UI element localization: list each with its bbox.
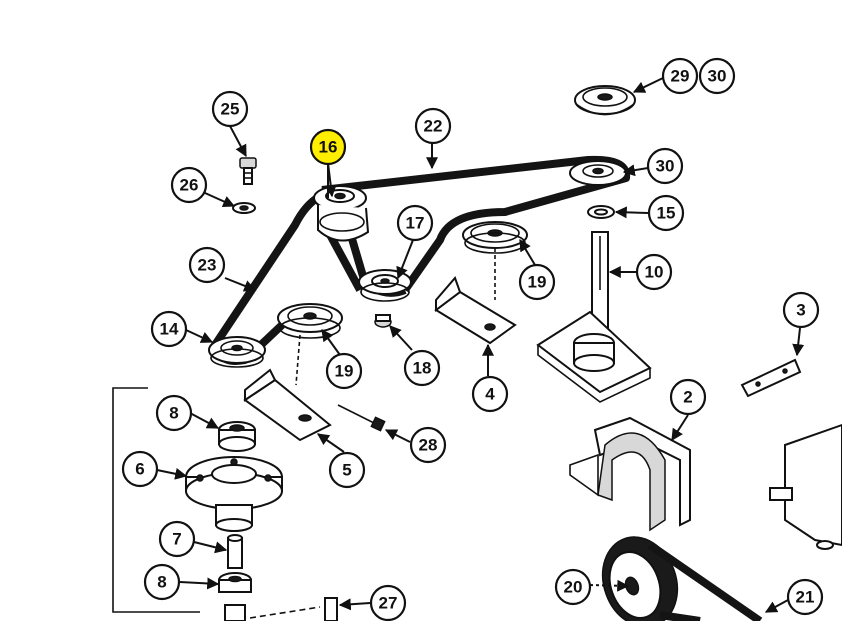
callout-17-label: 17 xyxy=(406,214,425,233)
callout-6-label: 6 xyxy=(135,460,144,479)
callout-15-label: 15 xyxy=(657,204,676,223)
callout-4: 4 xyxy=(471,375,509,413)
callout-5: 5 xyxy=(328,451,366,489)
pulley-20-belt-21 xyxy=(601,536,763,621)
belt-22 xyxy=(321,155,631,293)
bracket-3 xyxy=(740,358,802,398)
callout-18: 18 xyxy=(403,349,441,387)
callout-2: 2 xyxy=(669,378,707,416)
gearbox xyxy=(769,423,842,550)
callout-30b-label: 30 xyxy=(708,67,727,86)
callout-17: 17 xyxy=(396,204,434,242)
spindle-shaft-10 xyxy=(536,231,652,403)
callout-30-top: 30 xyxy=(698,57,736,95)
spindle-hub-6 xyxy=(185,456,283,532)
washer-15 xyxy=(587,205,615,219)
callout-28-label: 28 xyxy=(419,436,438,455)
spindle-housing-2 xyxy=(569,416,691,532)
callout-30a-label: 30 xyxy=(656,157,675,176)
pulley-19-left xyxy=(277,303,343,386)
callout-25-label: 25 xyxy=(221,100,240,119)
callout-21: 21 xyxy=(786,578,824,616)
bearing-8-top xyxy=(218,421,256,452)
bracket-4 xyxy=(434,276,517,345)
callout-8-top: 8 xyxy=(155,394,193,432)
callout-5-label: 5 xyxy=(342,461,351,480)
bolt-28 xyxy=(337,404,386,432)
spindle-assembly-bracket-line xyxy=(112,387,200,613)
bolt-25 xyxy=(239,157,257,185)
pulley-29-30 xyxy=(574,85,636,116)
callout-8-bottom: 8 xyxy=(143,563,181,601)
callout-27: 27 xyxy=(369,584,407,621)
pulley-14 xyxy=(208,336,266,368)
callout-20: 20 xyxy=(554,568,592,606)
callout-16-label: 16 xyxy=(319,138,338,157)
callout-29: 29 xyxy=(661,57,699,95)
callout-10-label: 10 xyxy=(645,263,664,282)
callout-6: 6 xyxy=(121,450,159,488)
callout-14: 14 xyxy=(150,310,188,348)
callout-4-label: 4 xyxy=(485,385,495,404)
washer-26 xyxy=(232,202,256,214)
callout-8a-label: 8 xyxy=(169,404,178,423)
shaft-27 xyxy=(249,597,338,621)
callout-19a-label: 19 xyxy=(528,273,547,292)
pulley-16 xyxy=(313,185,370,242)
callout-10: 10 xyxy=(635,253,673,291)
callout-8b-label: 8 xyxy=(157,573,166,592)
callout-22-label: 22 xyxy=(424,117,443,136)
callout-19-left: 19 xyxy=(325,352,363,390)
pulley-30 xyxy=(569,160,627,186)
pulley-17 xyxy=(358,269,412,302)
callout-21-label: 21 xyxy=(796,588,815,607)
callout-19b-label: 19 xyxy=(335,362,354,381)
callout-3-label: 3 xyxy=(796,301,805,320)
leader-lines xyxy=(156,77,805,613)
callout-7-label: 7 xyxy=(172,530,181,549)
callout-14-label: 14 xyxy=(160,320,179,339)
callout-26: 26 xyxy=(170,166,208,204)
callout-26-label: 26 xyxy=(180,176,199,195)
callout-28: 28 xyxy=(409,426,447,464)
nut-18 xyxy=(374,314,392,328)
callout-16-highlighted: 16 xyxy=(309,128,347,166)
callout-20-label: 20 xyxy=(564,578,583,597)
callout-23: 23 xyxy=(188,246,226,284)
callout-27-label: 27 xyxy=(379,594,398,613)
callout-2-label: 2 xyxy=(683,388,692,407)
callout-15: 15 xyxy=(647,194,685,232)
callout-25: 25 xyxy=(211,90,249,128)
callout-18-label: 18 xyxy=(413,359,432,378)
bracket-5 xyxy=(243,368,332,442)
spacer-7 xyxy=(227,534,243,569)
pulley-19-right xyxy=(462,221,528,300)
bearing-8-bottom xyxy=(218,572,252,621)
callout-3: 3 xyxy=(782,291,820,329)
callout-19-right: 19 xyxy=(518,263,556,301)
callout-29-label: 29 xyxy=(671,67,690,86)
callout-7: 7 xyxy=(158,520,196,558)
callout-22: 22 xyxy=(414,107,452,145)
callout-30-right: 30 xyxy=(646,147,684,185)
callout-23-label: 23 xyxy=(198,256,217,275)
